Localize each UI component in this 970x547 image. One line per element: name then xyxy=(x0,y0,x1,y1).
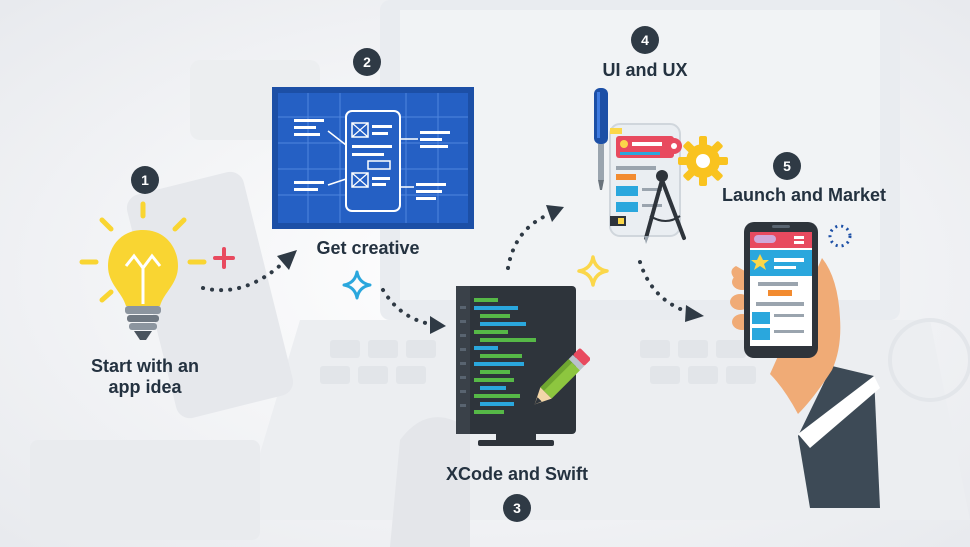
arrowhead-4 xyxy=(685,305,704,322)
step-2-badge: 2 xyxy=(353,48,381,76)
arrowhead-1 xyxy=(277,250,297,270)
compass-icon xyxy=(644,170,686,244)
blueprint-icon xyxy=(272,87,474,229)
gear-icon xyxy=(678,136,728,186)
step-2-label: Get creative xyxy=(316,238,420,258)
arrow-4-to-5 xyxy=(638,260,690,314)
gear-icon-small xyxy=(666,138,682,154)
step-4-label: UI and UX xyxy=(602,60,688,80)
step-5-badge: 5 xyxy=(773,152,801,180)
arrowhead-3 xyxy=(546,205,564,222)
arrowhead-2 xyxy=(430,316,446,334)
loading-dots-icon xyxy=(828,224,852,248)
step-5-label: Launch and Market xyxy=(721,185,887,205)
smartphone-icon xyxy=(744,222,818,358)
arrow-3-to-4 xyxy=(506,212,552,270)
arrow-1-to-2 xyxy=(201,260,286,293)
step-3-badge: 3 xyxy=(503,494,531,522)
mobile-wireframe-icon xyxy=(609,123,681,237)
step-4-badge: 4 xyxy=(631,26,659,54)
step-1-label-line1: Start with an xyxy=(90,356,199,376)
sparkle-icon xyxy=(342,270,372,300)
sparkle-icon-yellow xyxy=(577,255,609,287)
step-3-label: XCode and Swift xyxy=(445,464,588,484)
arrow-2-to-3 xyxy=(381,288,432,326)
step-1-label-line2: app idea xyxy=(108,377,182,397)
pencil-icon xyxy=(534,348,590,405)
step-1-label: Start with an app idea xyxy=(60,356,230,398)
lightbulb-icon xyxy=(79,201,207,340)
plus-icon xyxy=(213,247,235,269)
screwdriver-icon xyxy=(594,88,608,190)
step-1-badge: 1 xyxy=(131,166,159,194)
